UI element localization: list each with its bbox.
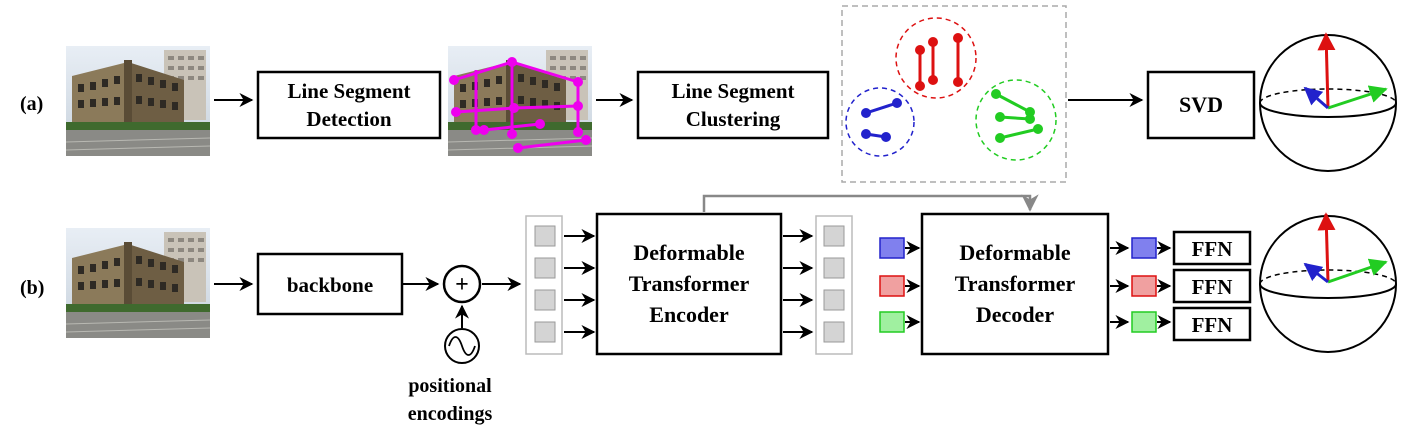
backbone-box [256, 252, 404, 316]
encoder-line-3: Encoder [649, 302, 729, 327]
line-segment-detection-box [256, 70, 442, 140]
backbone-label: backbone [287, 273, 373, 297]
ffn-box-1 [1172, 230, 1252, 266]
clusters-panel [841, 5, 1067, 183]
ffn-input-arrows [1157, 241, 1172, 329]
sphere-a [1259, 32, 1397, 172]
encoder-output-arrows [783, 229, 814, 339]
encoder-input-arrows [564, 229, 596, 339]
positional-line-2: encodings [408, 403, 493, 425]
add-node [442, 264, 482, 304]
encoder-input-tokens [525, 215, 563, 355]
encoder-output-tokens [815, 215, 853, 355]
encoder-line-2: Transformer [629, 271, 750, 296]
ffn-box-2 [1172, 268, 1252, 304]
line-segment-clustering-box [636, 70, 830, 140]
detection-line-2: Detection [306, 107, 391, 131]
positional-line-1: positional [408, 375, 492, 397]
sine-wave-icon [448, 336, 476, 356]
decoder-outputs [1131, 237, 1157, 333]
decoder-output-arrows [1110, 241, 1130, 329]
cluster-green [975, 79, 1057, 161]
decoder-queries [879, 237, 905, 333]
svd-box [1146, 70, 1256, 140]
input-image-a [65, 45, 211, 157]
sphere-b [1259, 212, 1397, 353]
input-image-b [65, 227, 211, 339]
memory-skip-arrow [702, 194, 1039, 212]
decoder-query-arrows [905, 241, 921, 329]
ffn-label-1: FFN [1192, 237, 1233, 261]
ffn-label-2: FFN [1192, 275, 1233, 299]
decoder-line-1: Deformable [959, 240, 1070, 265]
ffn-label-3: FFN [1192, 313, 1233, 337]
svd-label: SVD [1179, 92, 1223, 117]
ffn-box-3 [1172, 306, 1252, 342]
decoder-line-3: Decoder [976, 302, 1054, 327]
deformable-encoder-box [595, 212, 783, 356]
encoder-line-1: Deformable [633, 240, 744, 265]
cluster-blue [845, 87, 915, 157]
deformable-decoder-box [920, 212, 1110, 356]
add-symbol: + [455, 272, 469, 298]
row-a-label: (a) [20, 93, 43, 115]
cluster-red [895, 17, 977, 99]
clustering-line-1: Line Segment [671, 79, 794, 103]
row-b-label: (b) [20, 277, 44, 299]
detected-lines-image [447, 45, 593, 157]
clustering-line-2: Clustering [686, 107, 781, 131]
decoder-line-2: Transformer [955, 271, 1076, 296]
detection-line-1: Line Segment [287, 79, 410, 103]
